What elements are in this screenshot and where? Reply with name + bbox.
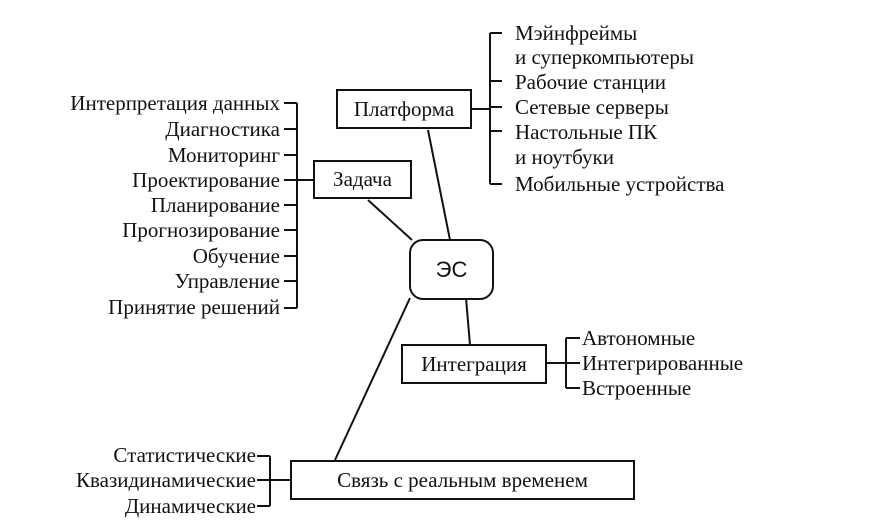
integration-box: Интеграция: [401, 344, 547, 384]
task-item: Обучение: [192, 244, 280, 268]
hub-task-connector: [367, 199, 413, 241]
platform-item: Сетевые серверы: [515, 95, 669, 119]
integration-item: Встроенные: [582, 376, 692, 400]
hub-node: ЭС: [409, 239, 494, 300]
platform-box: Платформа: [336, 89, 472, 129]
hub-integration-connector: [465, 297, 471, 346]
hub-realtime-connector: [334, 297, 411, 461]
task-item: Интерпретация данных: [70, 91, 280, 115]
task-item: Прогнозирование: [122, 218, 280, 242]
realtime-item: Динамические: [124, 494, 256, 518]
realtime-box: Связь с реальным временем: [290, 460, 635, 500]
realtime-item: Статистические: [113, 443, 256, 467]
integration-item: Интегрированные: [582, 351, 744, 375]
platform-label: Платформа: [353, 96, 455, 121]
integration-item: Автономные: [582, 326, 696, 350]
task-item: Принятие решений: [108, 295, 280, 319]
task-item: Диагностика: [165, 117, 280, 141]
realtime-item: Квазидинамические: [76, 468, 256, 492]
platform-item: Настольные ПК: [515, 120, 658, 144]
platform-item: Мэйнфреймы: [515, 21, 638, 45]
platform-item: и суперкомпьютеры: [515, 45, 694, 69]
task-item: Планирование: [150, 193, 280, 217]
platform-item: Рабочие станции: [515, 70, 667, 94]
task-item: Проектирование: [132, 168, 280, 192]
platform-item: Мобильные устройства: [515, 172, 725, 196]
task-label: Задача: [333, 167, 392, 191]
task-item: Управление: [174, 269, 280, 293]
integration-label: Интеграция: [421, 351, 527, 376]
hub-label: ЭС: [435, 256, 468, 282]
platform-item: и ноутбуки: [515, 145, 614, 169]
realtime-label: Связь с реальным временем: [337, 467, 588, 492]
hub-platform-connector: [427, 129, 451, 241]
task-box: Задача: [313, 160, 412, 199]
task-item: Мониторинг: [167, 143, 280, 167]
